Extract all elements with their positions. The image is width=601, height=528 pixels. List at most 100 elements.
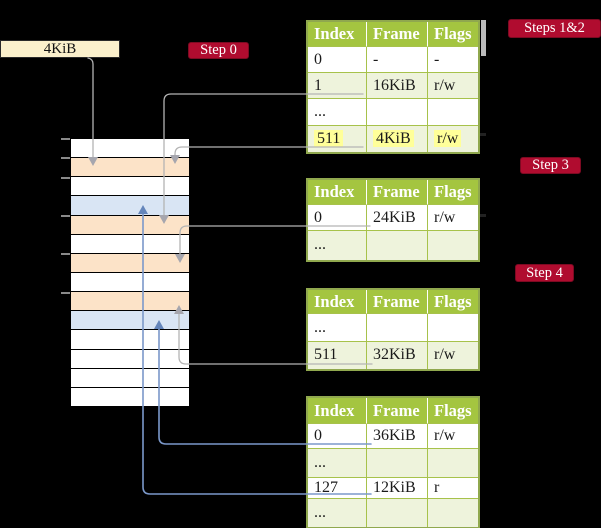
table-step4b-row-ellipsis3: ... — [308, 499, 478, 527]
table-step4a-row-511-cell-2: r/w — [428, 342, 478, 369]
badge-step4: Step 4 — [515, 264, 574, 282]
frame-12kib — [71, 196, 189, 216]
frame-24kib — [71, 253, 189, 273]
frame-0kib — [71, 139, 189, 159]
table-step4a-row-511-cell-0: 511 — [308, 342, 367, 369]
table-step4a-row-ellipsis0-cell-1 — [367, 314, 428, 342]
table-step4b-row-0-cell-0: 0 — [308, 424, 367, 449]
frame-52kib — [71, 387, 189, 406]
table-steps12-row-0-cell-1: - — [367, 47, 428, 73]
table-step4b-row-ellipsis1-cell-2 — [428, 449, 478, 478]
table-step4b-header-cell-1: Frame — [367, 398, 428, 424]
table-step3-header-cell-0: Index — [308, 180, 367, 205]
table-step4b-row-ellipsis3-cell-1 — [367, 499, 428, 527]
frame-48kib — [71, 368, 189, 388]
frame-8kib — [71, 177, 189, 197]
table-step4b-row-ellipsis1-cell-0: ... — [308, 449, 367, 478]
table-step3-header-cell-2: Flags — [428, 180, 478, 205]
table-step4b-row-ellipsis1: ... — [308, 449, 478, 478]
highlighted-value: 511 — [314, 130, 344, 147]
table-step3-row-0-cell-2: r/w — [428, 205, 478, 231]
table-step4b-row-0-cell-1: 36KiB — [367, 424, 428, 449]
table-step4b-header-cell-2: Flags — [428, 398, 478, 424]
frame-36kib — [71, 311, 189, 331]
memory-address-tick — [61, 292, 70, 294]
table-steps12-row-ellipsis2-cell-1 — [367, 99, 428, 126]
table-step4b-row-ellipsis3-cell-2 — [428, 499, 478, 527]
table-edge-stub — [480, 214, 486, 217]
table-step4b-row-0-cell-2: r/w — [428, 424, 478, 449]
table-step3-row-ellipsis1: ... — [308, 231, 478, 260]
frame-4kib — [71, 158, 189, 178]
table-step4a-header-cell-2: Flags — [428, 290, 478, 314]
table-steps12-row-1-cell-2: r/w — [428, 73, 478, 99]
table-steps12-row-ellipsis2-cell-0: ... — [308, 99, 367, 126]
table-steps12-row-1-cell-0: 1 — [308, 73, 367, 99]
frame-28kib — [71, 272, 189, 293]
table-step4a-row-ellipsis0: ... — [308, 314, 478, 342]
memory-address-tick — [61, 215, 70, 217]
table-step3-row-0-cell-0: 0 — [308, 205, 367, 231]
table-step4b-row-127-cell-0: 127 — [308, 478, 367, 499]
table-step4b-row-127-cell-2: r — [428, 478, 478, 499]
table-step4b-row-ellipsis1-cell-1 — [367, 449, 428, 478]
table-step3-row-ellipsis1-cell-0: ... — [308, 231, 367, 260]
memory-address-tick — [61, 157, 70, 159]
badge-step3: Step 3 — [520, 157, 581, 174]
table-step4a-header-cell-0: Index — [308, 290, 367, 314]
table-edge-stub — [480, 133, 486, 136]
table-steps12-row-0-cell-0: 0 — [308, 47, 367, 73]
table-steps12-row-1-cell-1: 16KiB — [367, 73, 428, 99]
table-step4a-header-cell-1: Frame — [367, 290, 428, 314]
frame-32kib — [71, 292, 189, 312]
table-steps12-row-511-cell-2: r/w — [428, 126, 478, 152]
frame-20kib — [71, 234, 189, 254]
table-steps12-row-ellipsis2-cell-2 — [428, 99, 478, 126]
memory-address-tick — [61, 177, 70, 179]
table-steps12-row-511-cell-1: 4KiB — [367, 126, 428, 152]
badge-step0: Step 0 — [188, 42, 249, 59]
physical-memory-column — [70, 138, 190, 407]
table-steps12-header-cell-0: Index — [308, 22, 367, 47]
frame-44kib — [71, 349, 189, 369]
frame-40kib — [71, 330, 189, 350]
root-pointer-box: 4KiB — [0, 40, 120, 58]
table-step3-row-ellipsis1-cell-2 — [428, 231, 478, 260]
table-step3-header-cell-1: Frame — [367, 180, 428, 205]
highlighted-value: r/w — [434, 130, 462, 147]
light-edge-artifact — [481, 20, 486, 56]
table-step4b-row-127-cell-1: 12KiB — [367, 478, 428, 499]
table-step4a-row-ellipsis0-cell-2 — [428, 314, 478, 342]
highlighted-value: 4KiB — [373, 130, 414, 147]
table-step4a-row-511-cell-1: 32KiB — [367, 342, 428, 369]
memory-address-tick — [61, 138, 70, 140]
table-step4a-row-ellipsis0-cell-0: ... — [308, 314, 367, 342]
table-steps12-row-ellipsis2: ... — [308, 99, 478, 126]
table-steps12-row-511: 511 4KiB r/w — [308, 126, 478, 152]
memory-address-tick — [61, 253, 70, 255]
table-steps12-row-0: 0-- — [308, 47, 478, 73]
table-step3-row-0-cell-1: 24KiB — [367, 205, 428, 231]
table-step3-row-ellipsis1-cell-1 — [367, 231, 428, 260]
table-steps12-header-cell-2: Flags — [428, 22, 478, 47]
frame-16kib — [71, 215, 189, 235]
table-steps12-row-0-cell-2: - — [428, 47, 478, 73]
table-steps12-row-511-cell-0: 511 — [308, 126, 367, 152]
table-step4b-row-ellipsis3-cell-0: ... — [308, 499, 367, 527]
table-steps12-header-cell-1: Frame — [367, 22, 428, 47]
table-step4b-header-cell-0: Index — [308, 398, 367, 424]
